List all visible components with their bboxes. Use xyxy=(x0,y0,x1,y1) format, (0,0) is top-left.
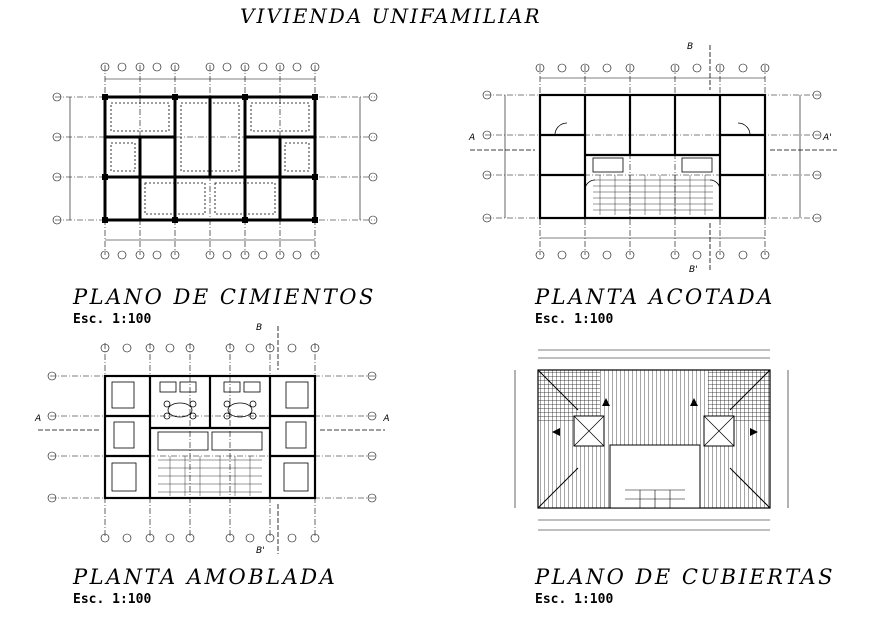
section-mark-a-prime: A' xyxy=(822,133,832,143)
panel-title-furnished: PLANTA AMOBLADA xyxy=(73,565,338,589)
panel-title-dimensioned: PLANTA ACOTADA xyxy=(535,285,775,309)
panel-scale-furnished: Esc. 1:100 xyxy=(73,592,152,607)
foundation-plan-drawing xyxy=(45,55,385,270)
panel-title-foundation: PLANO DE CIMIENTOS xyxy=(73,285,376,309)
panel-scale-dimensioned: Esc. 1:100 xyxy=(535,312,614,327)
section-mark-b-prime: B' xyxy=(689,265,698,275)
section-mark-b: B xyxy=(256,323,262,333)
panel-scale-roof: Esc. 1:100 xyxy=(535,592,614,607)
panel-scale-foundation: Esc. 1:100 xyxy=(73,312,152,327)
roof-plan-drawing xyxy=(500,340,810,550)
section-mark-b: B xyxy=(687,42,693,52)
dimensioned-plan-drawing: A A' B B' xyxy=(465,40,845,275)
sheet-title: VIVIENDA UNIFAMILIAR xyxy=(240,4,542,28)
section-mark-a: A xyxy=(468,133,475,143)
panel-title-roof: PLANO DE CUBIERTAS xyxy=(535,565,836,589)
section-mark-a: A xyxy=(34,414,41,424)
furnished-plan-drawing: A A' B B' xyxy=(30,318,392,558)
section-mark-b-prime: B' xyxy=(256,546,265,556)
section-mark-a-prime: A' xyxy=(382,414,390,424)
